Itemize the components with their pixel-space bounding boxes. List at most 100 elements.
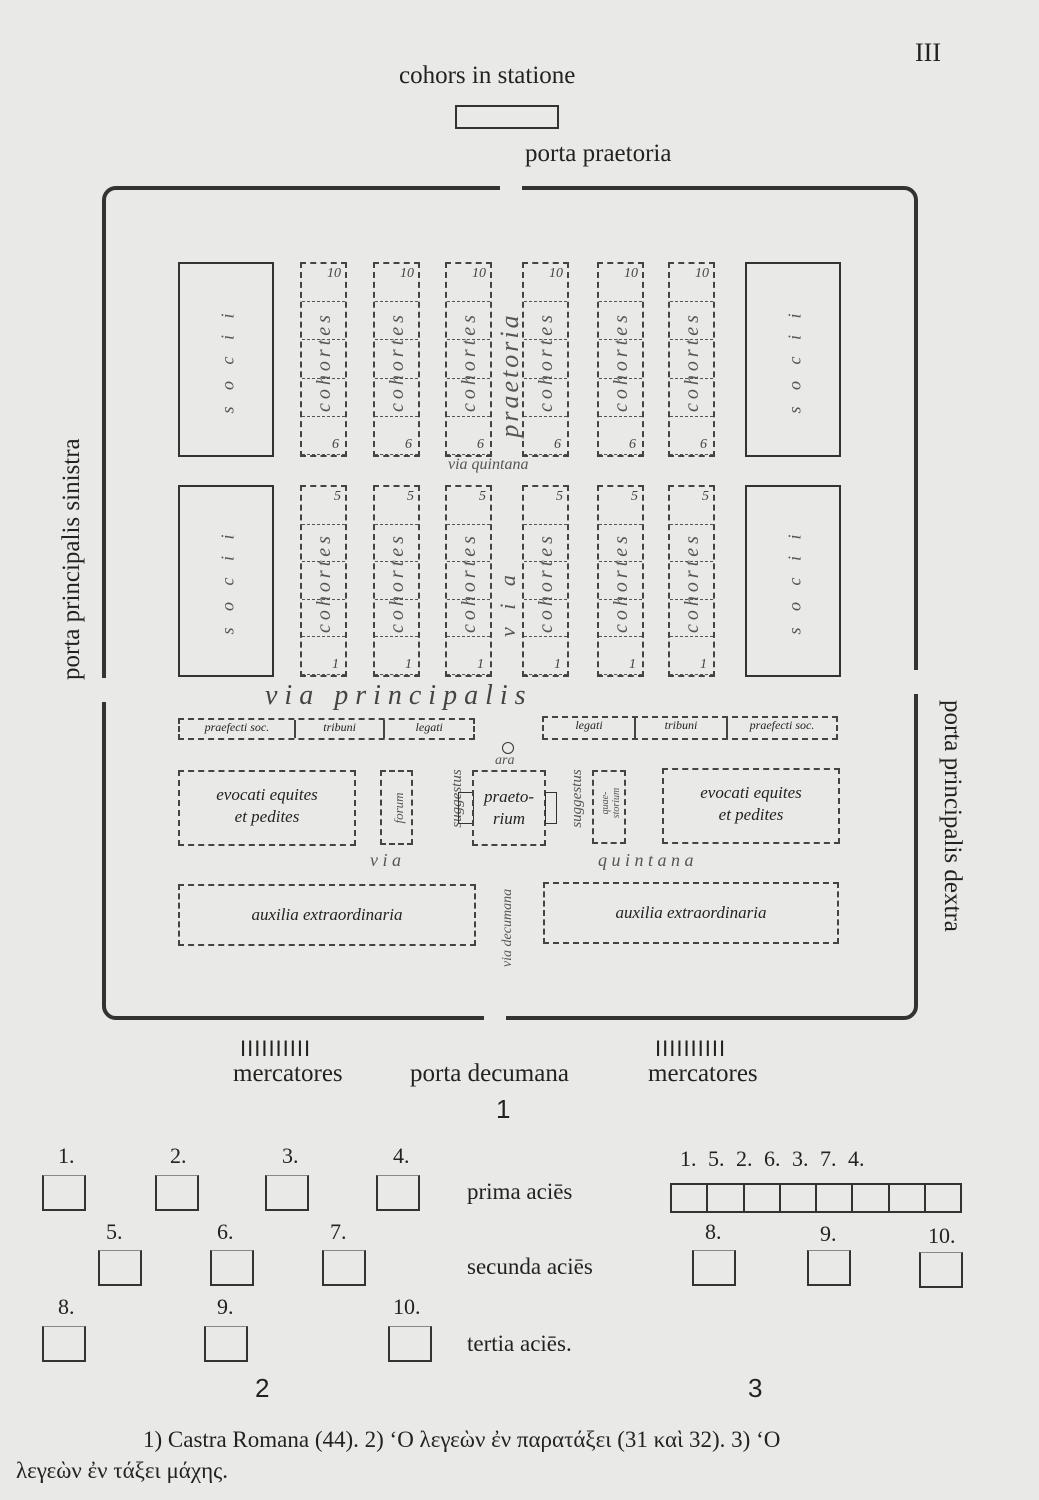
cohort-cell	[599, 379, 642, 417]
porta-decumana-label: porta decumana	[410, 1060, 569, 1087]
cohort-number: 10	[400, 266, 414, 281]
quaestorium-label: quae-storium	[600, 768, 622, 838]
fig2-num: 9.	[217, 1294, 234, 1319]
cohortes-label: cohortes	[386, 310, 408, 412]
fig2-num: 2.	[170, 1143, 187, 1168]
cohort-cell	[375, 340, 418, 379]
cohort-cell	[599, 637, 642, 675]
cohortes-label: cohortes	[313, 310, 335, 412]
officer-cell: tribuni	[296, 720, 386, 738]
cohort-cell	[447, 487, 490, 525]
cohort-cell	[670, 637, 713, 675]
tertia-acies-label: tertia aciēs.	[467, 1331, 572, 1356]
cohort-cell	[447, 525, 490, 563]
cohort-cell	[447, 340, 490, 379]
porta-dextra-gate	[910, 670, 924, 694]
maniple-box	[919, 1252, 963, 1288]
cohort-cell	[670, 302, 713, 341]
mercatores-left-label: mercatores	[233, 1060, 343, 1087]
porta-dextra-label: porta principalis dextra	[939, 700, 966, 932]
cohors-in-statione-label: cohors in statione	[399, 62, 576, 89]
quaestorium-line: storium	[611, 787, 622, 819]
cohortes-label: cohortes	[535, 532, 557, 633]
cohort-cell	[447, 637, 490, 675]
cohort-number: 5	[631, 489, 638, 504]
evocati-line: evocati equites	[700, 783, 802, 802]
fig3-prima-line	[670, 1183, 962, 1213]
cohort-cell	[524, 302, 567, 341]
figure-3-number: 3	[748, 1373, 763, 1403]
cohortes-label: cohortes	[610, 310, 632, 412]
cohortes-column: 5 1 cohortes	[373, 485, 420, 677]
auxilia-left: auxilia extraordinaria	[178, 884, 476, 946]
praetorium-line: rium	[492, 809, 526, 828]
officers-right: legati tribuni praefecti soc.	[542, 716, 838, 740]
figure-1-number: 1	[496, 1094, 511, 1124]
cohort-cell	[599, 600, 642, 638]
ara-circle	[502, 742, 514, 754]
cohort-number: 1	[405, 657, 412, 672]
cohort-cell	[375, 637, 418, 675]
mercatores-right-label: mercatores	[648, 1060, 758, 1087]
maniple-box	[210, 1250, 254, 1286]
cohortes-label: cohortes	[386, 532, 408, 633]
cohortes-label: cohortes	[458, 532, 480, 633]
socii-label: s o c i i	[217, 528, 238, 635]
cohort-cell	[302, 264, 345, 303]
cohort-cell	[524, 487, 567, 525]
cohort-cell	[524, 600, 567, 638]
cohort-number: 5	[556, 489, 563, 504]
cohort-number: 6	[332, 437, 339, 452]
cohortes-label: cohortes	[458, 310, 480, 412]
caption-line-1: 1) Castra Romana (44). 2) ‘Ο λεγεὼν ἐν π…	[143, 1427, 781, 1452]
evocati-line: evocati equites	[216, 785, 318, 804]
fig2-num: 3.	[282, 1143, 299, 1168]
maniple-box	[388, 1326, 432, 1362]
cohort-number: 10	[327, 266, 341, 281]
cohort-cell	[447, 302, 490, 341]
socii-label: s o c i i	[784, 528, 805, 635]
page-number: III	[915, 38, 941, 67]
cohort-cell	[670, 379, 713, 417]
cohort-number: 1	[477, 657, 484, 672]
cohort-cell	[302, 600, 345, 638]
cohort-cell	[524, 417, 567, 456]
cohors-in-statione-box	[455, 105, 559, 129]
via-decumana-label: via decumana	[500, 888, 515, 968]
officer-cell: legati	[544, 718, 636, 738]
cohort-cell	[302, 379, 345, 417]
evocati-line: et pedites	[718, 805, 784, 824]
socii-block: s o c i i	[745, 262, 841, 457]
forum-box: forum	[380, 770, 413, 845]
cohort-cell	[524, 637, 567, 675]
cohort-cell	[302, 302, 345, 341]
fig2-num: 5.	[106, 1219, 123, 1244]
cohort-cell	[447, 417, 490, 456]
cohort-cell	[670, 562, 713, 600]
cohort-cell	[375, 417, 418, 456]
porta-sinistra-gate	[96, 678, 110, 702]
cohortes-column: 10 6 cohortes	[300, 262, 347, 457]
cohort-cell	[302, 340, 345, 379]
via-quintana-upper-label: via quintana	[448, 456, 529, 473]
porta-praetoria-label: porta praetoria	[525, 140, 672, 167]
auxilia-right: auxilia extraordinaria	[543, 882, 839, 944]
cohort-cell	[670, 600, 713, 638]
cohort-cell	[670, 487, 713, 525]
cohort-number: 5	[334, 489, 341, 504]
cohort-number: 5	[479, 489, 486, 504]
quaestorium-box: quae-storium	[592, 770, 626, 844]
cohort-cell	[670, 525, 713, 563]
maniple-box	[42, 1326, 86, 1362]
fig3-num: 8.	[705, 1219, 722, 1244]
cohort-number: 5	[702, 489, 709, 504]
socii-block: s o c i i	[745, 485, 841, 677]
maniple-box	[204, 1326, 248, 1362]
cohort-cell	[375, 302, 418, 341]
cohort-number: 5	[407, 489, 414, 504]
